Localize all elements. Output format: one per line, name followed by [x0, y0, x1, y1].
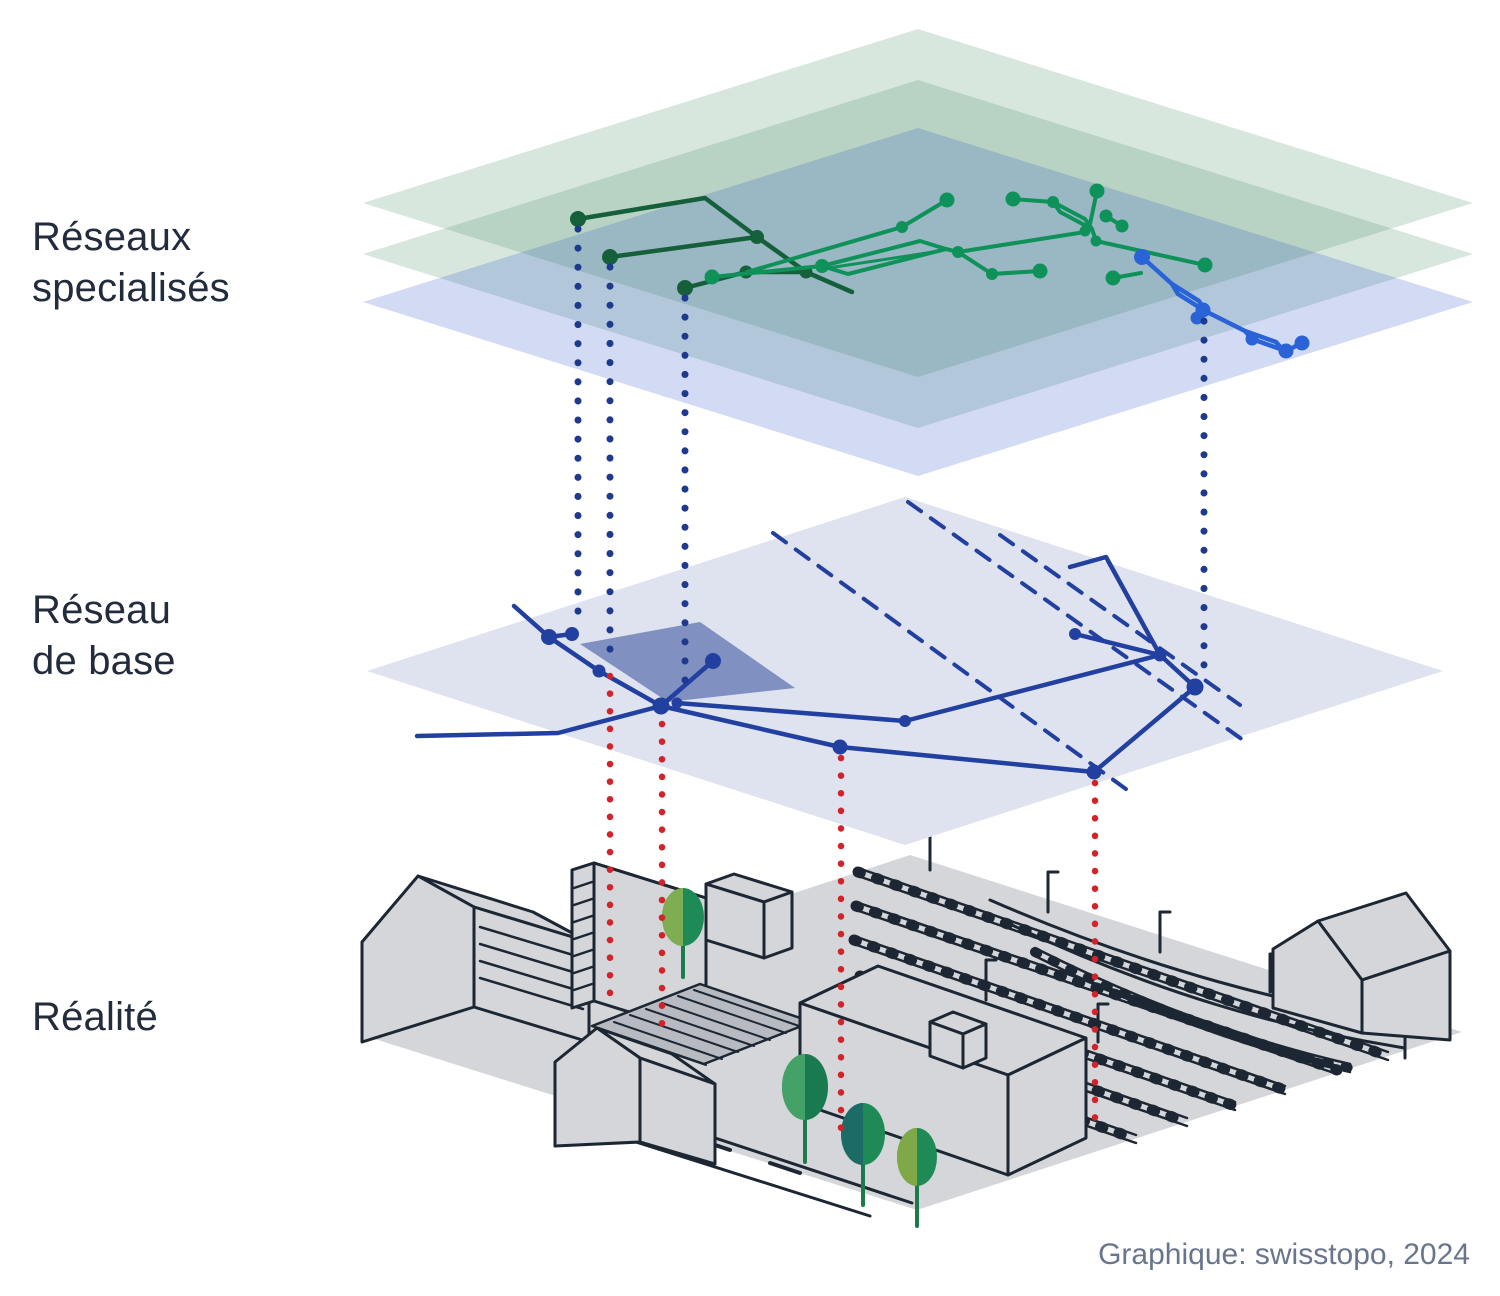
- label-realite: Réalité: [32, 995, 158, 1039]
- label-reseau-de-base: Réseau de base: [32, 588, 176, 684]
- building-gable-right: [1271, 891, 1452, 1042]
- building-hut: [928, 1010, 988, 1070]
- label-reseaux-specialises: Réseaux specialisés: [32, 215, 230, 311]
- connectors-navy-dotted: [574, 225, 1208, 695]
- specialized-layers-stack: [363, 29, 1473, 476]
- railway-track: [852, 866, 1394, 1062]
- connectors-red-dotted: [606, 672, 1099, 1136]
- plane-blue-bottom: [363, 128, 1473, 476]
- tree: [662, 888, 704, 979]
- building-gable-center: [553, 1026, 717, 1166]
- city-scene: [360, 828, 1462, 1228]
- plane-green-top: [363, 29, 1473, 377]
- base-network-nodes: [541, 627, 1204, 780]
- facade-stripes: [478, 925, 585, 1011]
- tower-stripes: [572, 880, 594, 992]
- tree: [897, 1128, 937, 1228]
- tree: [841, 1103, 885, 1207]
- base-layer: [367, 497, 1443, 845]
- network-blue-nodes: [1134, 249, 1310, 359]
- railway-track: [848, 934, 1291, 1096]
- base-dashed-lines: [771, 500, 1252, 794]
- tree: [782, 1054, 828, 1164]
- trees: [662, 888, 937, 1228]
- building-side: [1006, 1036, 1088, 1177]
- building-gable-face: [360, 874, 476, 1044]
- building-gable-face: [1271, 919, 1364, 1035]
- building-gable-left: [360, 874, 591, 1044]
- base-plane: [367, 497, 1443, 845]
- attribution-text: Graphique: swisstopo, 2024: [1098, 1238, 1470, 1271]
- building-small-back: [704, 872, 794, 960]
- curved-tracks: [988, 898, 1442, 1074]
- network-green-nodes: [704, 183, 1213, 286]
